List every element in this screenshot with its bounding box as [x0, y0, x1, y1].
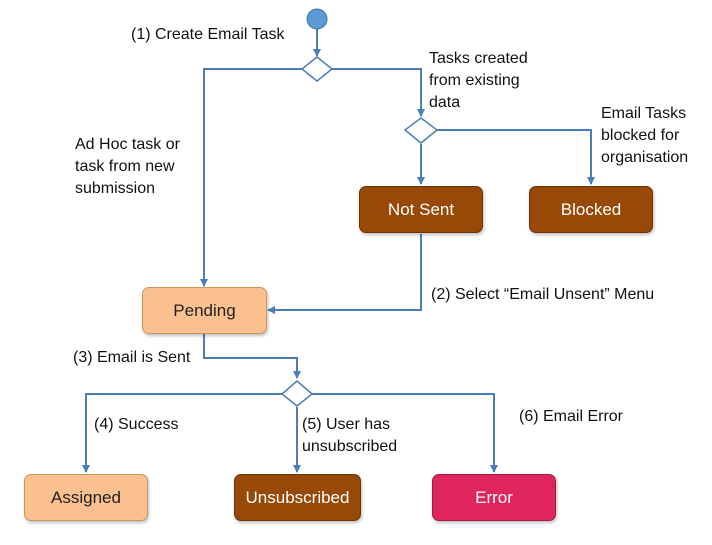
- edge-decision1-to-decision2: [332, 68, 425, 117]
- node-pending: Pending: [142, 287, 267, 334]
- node-unsubscribed: Unsubscribed: [234, 474, 361, 521]
- node-assigned: Assigned: [24, 474, 148, 521]
- label-email-error: (6) Email Error: [519, 408, 624, 425]
- start-node: [306, 8, 328, 30]
- label-select-email-unsent: (2) Select “Email Unsent” Menu: [431, 286, 655, 303]
- decision-diamond-1: [300, 56, 334, 82]
- edge-decision1-to-pending: [200, 68, 302, 287]
- edge-not-sent-to-pending: [267, 234, 422, 314]
- node-error: Error: [432, 474, 556, 521]
- decision-diamond-3: [280, 380, 314, 407]
- edge-decision2-to-blocked: [437, 129, 595, 185]
- node-not-sent: Not Sent: [359, 186, 483, 233]
- label-email-is-sent: (3) Email is Sent: [73, 349, 191, 366]
- edge-decision3-to-error: [312, 393, 498, 473]
- edge-pending-to-decision3: [203, 334, 301, 379]
- edge-decision3-to-assigned: [82, 393, 282, 473]
- label-success: (4) Success: [94, 416, 179, 433]
- label-blocked-organisation: Email Tasks blocked for organisation: [601, 105, 689, 166]
- label-ad-hoc-task: Ad Hoc task or task from new submission: [75, 136, 180, 197]
- label-existing-data: Tasks created from existing data: [429, 50, 528, 111]
- label-user-unsubscribed: (5) User has unsubscribed: [302, 416, 398, 455]
- node-blocked: Blocked: [529, 186, 653, 233]
- decision-diamond-2: [403, 117, 439, 144]
- label-create-email-task: (1) Create Email Task: [131, 26, 285, 43]
